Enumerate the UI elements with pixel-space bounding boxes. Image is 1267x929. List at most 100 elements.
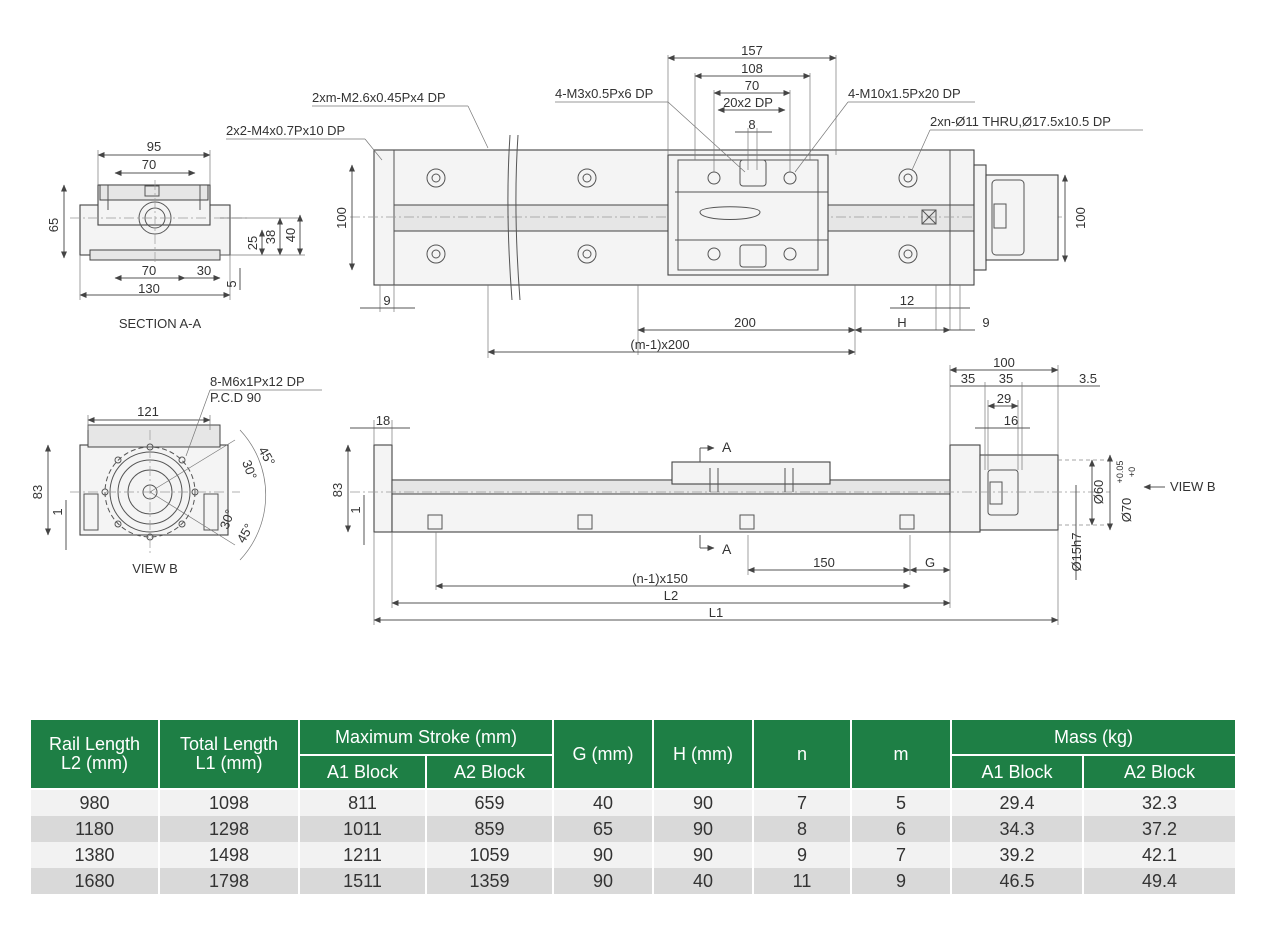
angle-45-top: 45°	[255, 444, 278, 469]
dim-35-b: 35	[999, 371, 1013, 386]
dim-30: 30	[197, 263, 211, 278]
table-cell: 29.4	[950, 789, 1085, 816]
dim-83-view-b: 83	[30, 485, 45, 499]
table-cell: 90	[652, 842, 755, 868]
section-mark-a-bottom: A	[722, 541, 732, 557]
view-b-arrow-label: VIEW B	[1170, 479, 1216, 494]
dim-35-a: 35	[961, 371, 975, 386]
dim-38: 38	[263, 230, 278, 244]
table-cell: 34.3	[950, 816, 1085, 842]
header-n: n	[752, 718, 853, 790]
dim-100-left: 100	[334, 207, 349, 229]
dim-150: 150	[813, 555, 835, 570]
dim-121: 121	[137, 404, 159, 419]
section-a-a-view: 95 70 65 25 38 40 70 30 130 5 SECTION A-…	[46, 139, 305, 331]
table-cell: 1211	[298, 842, 427, 868]
angle-30-top: 30°	[239, 458, 260, 482]
table-cell: 1098	[158, 789, 300, 816]
callout-m10: 4-M10x1.5Px20 DP	[848, 86, 961, 101]
callout-m3: 4-M3x0.5Px6 DP	[555, 86, 653, 101]
table-cell: 90	[652, 789, 755, 816]
header-mass-a1: A1 Block	[950, 754, 1085, 790]
dim-d15h7: Ø15h7	[1069, 532, 1084, 571]
dim-200: 200	[734, 315, 756, 330]
table-cell: 1498	[158, 842, 300, 868]
dim-83-side: 83	[330, 483, 345, 497]
table-cell: 980	[29, 789, 160, 816]
section-mark-a-top: A	[722, 439, 732, 455]
dim-157: 157	[741, 43, 763, 58]
callout-m2-6: 2xm-M2.6x0.45Px4 DP	[312, 90, 446, 105]
table-cell: 9	[850, 868, 953, 894]
table-cell: 40	[652, 868, 755, 894]
dim-70-block: 70	[745, 78, 759, 93]
header-max-stroke: Maximum Stroke (mm)	[297, 718, 555, 756]
section-a-a-label: SECTION A-A	[119, 316, 202, 331]
table-cell: 7	[752, 789, 853, 816]
view-b: 121 83 1 45° 30° 30° 45° 8-M6x1Px12 DP P…	[30, 374, 322, 576]
dim-130: 130	[138, 281, 160, 296]
dim-40: 40	[283, 228, 298, 242]
side-view: 18 83 1 A A 100 35 35 3.5 29 16 Ø60 Ø70 …	[330, 355, 1216, 625]
table-cell: 9	[752, 842, 853, 868]
dim-1-side: 1	[348, 506, 363, 513]
dim-5: 5	[224, 280, 239, 287]
view-b-label: VIEW B	[132, 561, 178, 576]
dim-9-right: 9	[982, 315, 989, 330]
table-cell: 1511	[298, 868, 427, 894]
callout-m4: 2x2-M4x0.7Px10 DP	[226, 123, 345, 138]
header-mass: Mass (kg)	[950, 718, 1238, 756]
dim-h: H	[897, 315, 906, 330]
table-cell: 811	[298, 789, 427, 816]
dim-18: 18	[376, 413, 390, 428]
callout-pcd: P.C.D 90	[210, 390, 261, 405]
callout-m6: 8-M6x1Px12 DP	[210, 374, 305, 389]
table-cell: 90	[552, 842, 655, 868]
dim-3-5: 3.5	[1079, 371, 1097, 386]
table-cell: 859	[424, 816, 555, 842]
dim-100-side: 100	[993, 355, 1015, 370]
table-cell: 1798	[158, 868, 300, 894]
header-h: H (mm)	[652, 718, 755, 790]
table-cell: 1298	[158, 816, 300, 842]
angle-30-bottom: 30°	[217, 507, 238, 531]
technical-drawing: 95 70 65 25 38 40 70 30 130 5 SECTION A-…	[30, 43, 1216, 625]
dim-20x2dp: 20x2 DP	[723, 95, 773, 110]
tol-zero: +0	[1127, 467, 1137, 477]
table-cell: 659	[424, 789, 555, 816]
dim-12: 12	[900, 293, 914, 308]
table-cell: 1059	[424, 842, 555, 868]
header-m: m	[850, 718, 953, 790]
table-cell: 90	[652, 816, 755, 842]
table-cell: 90	[552, 868, 655, 894]
dim-70-top: 70	[142, 157, 156, 172]
table-cell: 1180	[29, 816, 160, 842]
table-cell: 39.2	[950, 842, 1085, 868]
table-cell: 65	[552, 816, 655, 842]
table-cell: 8	[752, 816, 853, 842]
header-stroke-a1: A1 Block	[298, 754, 427, 790]
dim-d60: Ø60	[1091, 480, 1106, 505]
dim-1-view-b: 1	[50, 508, 65, 515]
dim-108: 108	[741, 61, 763, 76]
table-cell: 1680	[29, 868, 160, 894]
callout-thru: 2xn-Ø11 THRU,Ø17.5x10.5 DP	[930, 114, 1111, 129]
table-cell: 1011	[298, 816, 427, 842]
dim-100-right: 100	[1073, 207, 1088, 229]
table-cell: 1380	[29, 842, 160, 868]
dim-9-left: 9	[383, 293, 390, 308]
table-cell: 6	[850, 816, 953, 842]
dim-l1: L1	[709, 605, 723, 620]
table-cell: 11	[752, 868, 853, 894]
dim-8: 8	[748, 117, 755, 132]
table-cell: 5	[850, 789, 953, 816]
table-cell: 37.2	[1082, 816, 1238, 842]
dim-m-1x200: (m-1)x200	[630, 337, 689, 352]
dim-g: G	[925, 555, 935, 570]
